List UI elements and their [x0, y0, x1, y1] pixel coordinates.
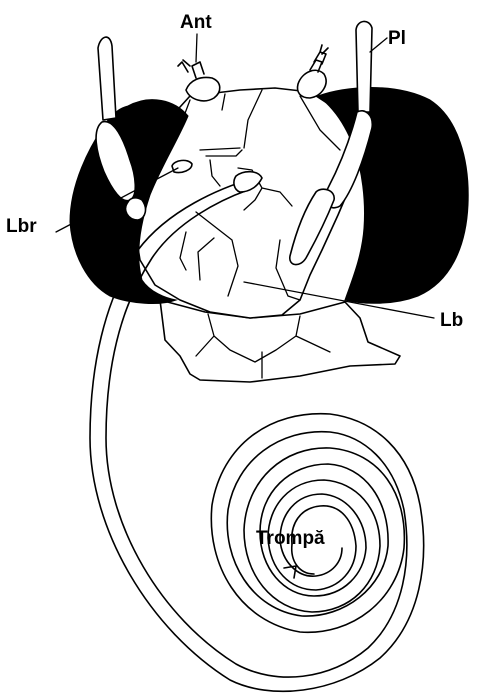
left-palp [98, 37, 116, 120]
label-lbr: Lbr [6, 216, 37, 237]
left-antenna [178, 60, 204, 78]
right-palp [356, 21, 372, 112]
label-pl: Pl [388, 28, 406, 49]
left-antenna-base [186, 78, 220, 101]
right-antenna-base [298, 70, 327, 98]
right-antenna [310, 45, 328, 72]
label-ant: Ant [180, 12, 212, 33]
left-palp-joint [126, 198, 146, 220]
leader-line-pl [370, 38, 387, 52]
leader-line-ant [196, 34, 197, 62]
label-lb: Lb [440, 310, 463, 331]
label-trompa: Trompă [256, 528, 325, 549]
